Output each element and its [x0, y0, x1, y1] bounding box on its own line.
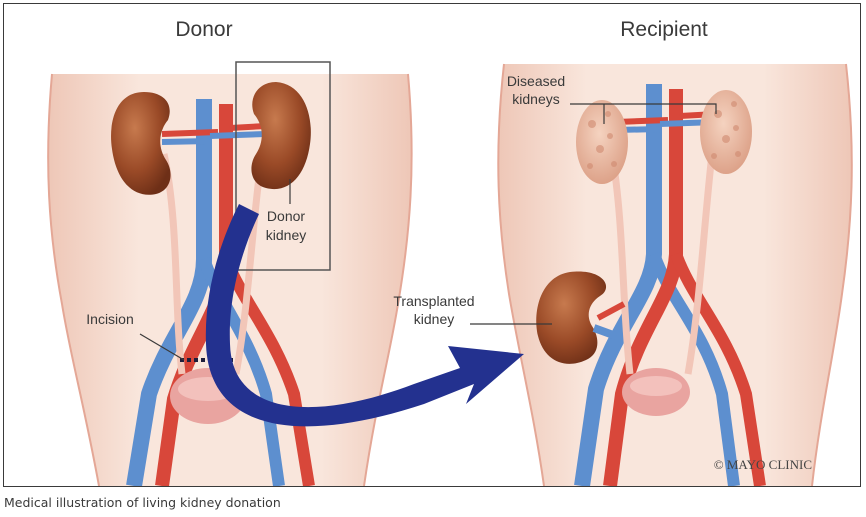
- diseased-kidneys-label-line1: Diseased: [507, 73, 565, 89]
- donor-vena-cava-right: [198, 257, 285, 486]
- recipient-torso-edge-left: [497, 63, 545, 486]
- incision-leader: [139, 333, 185, 361]
- donor-torso-edge-left: [47, 73, 100, 486]
- figure-caption: Medical illustration of living kidney do…: [4, 495, 281, 510]
- transplanted-kidney-label-line1: Transplanted: [393, 293, 474, 309]
- donor-right-kidney: [251, 82, 311, 190]
- incision-label: Incision: [86, 311, 133, 327]
- recipient-vena-cava-right: [648, 252, 740, 486]
- diseased-kidneys-leader: [570, 103, 717, 124]
- transplanted-kidney-label-line2: kidney: [414, 311, 454, 327]
- transfer-arrow: [205, 204, 524, 427]
- donor-kidney-highlight-box: [235, 61, 331, 271]
- copyright-text: © MAYO CLINIC: [714, 457, 812, 472]
- donor-renal-vessels-left: [161, 129, 219, 137]
- donor-renal-vein-left: [161, 138, 211, 145]
- recipient-body: [497, 63, 853, 486]
- recipient-ureter-right: [684, 153, 716, 375]
- recipient-title: Recipient: [620, 18, 708, 41]
- donor-kidney-label-line2: kidney: [266, 227, 306, 243]
- transplanted-kidney: [536, 271, 607, 364]
- donor-left-kidney: [111, 92, 171, 195]
- kidney-donation-illustration: Donor Recipient Donor kidney Incision Di…: [3, 3, 861, 487]
- diseased-kidney-left: [576, 100, 628, 184]
- diseased-kidneys-label-line2: kidneys: [512, 91, 559, 107]
- recipient-aorta-right: [670, 251, 766, 486]
- recipient-ureter-left: [608, 153, 634, 375]
- donor-kidney-label-line1: Donor: [267, 208, 305, 224]
- recipient-torso-edge-right: [811, 63, 853, 486]
- donor-title: Donor: [175, 18, 232, 41]
- donor-renal-vein-right: [209, 131, 267, 139]
- transplant-graft-vessels: [596, 301, 626, 321]
- diseased-kidney-right: [700, 90, 752, 174]
